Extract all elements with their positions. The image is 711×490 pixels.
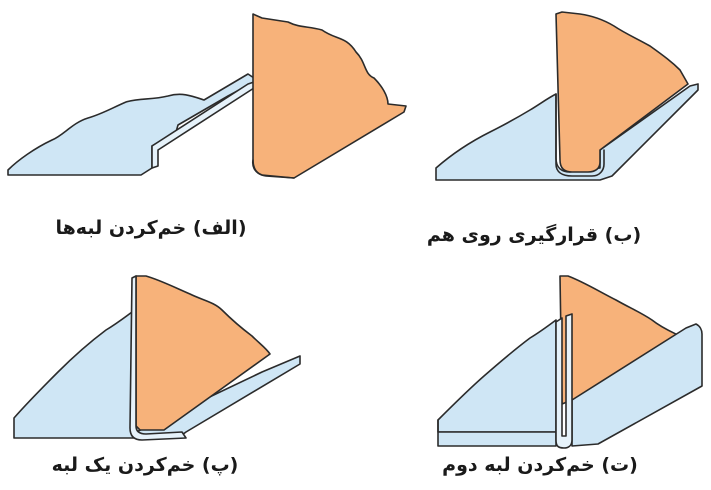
- caption-t: (ت) خم‌کردن لبه دوم: [442, 454, 638, 476]
- caption-p: (پ) خم‌کردن یک لبه: [51, 454, 239, 476]
- panel-b-orange-sheet: [555, 11, 689, 173]
- panel-p-blue-sheet: [13, 311, 301, 439]
- panel-b: [435, 11, 699, 181]
- panel-t-raised-flange: [571, 323, 703, 447]
- caption-a: (الف) خم‌کردن لبه‌ها: [55, 217, 247, 239]
- panel-t-blue-sheet: [437, 319, 557, 433]
- caption-b: (ب) قرارگیری روی هم: [426, 224, 642, 246]
- panel-a-blue-sheet: [7, 73, 255, 176]
- panel-t-double-fold: [555, 313, 573, 449]
- panel-p-orange-sheet: [135, 275, 271, 431]
- panel-a-orange-sheet: [251, 13, 407, 179]
- panel-p: [13, 275, 301, 441]
- panel-a: [7, 13, 407, 179]
- panel-b-blue-hook: [555, 93, 605, 177]
- panel-a-orange-bend: [252, 159, 295, 179]
- panel-a-blue-flange: [151, 81, 255, 169]
- panel-t: [437, 275, 703, 449]
- panel-p-fold: [129, 275, 187, 441]
